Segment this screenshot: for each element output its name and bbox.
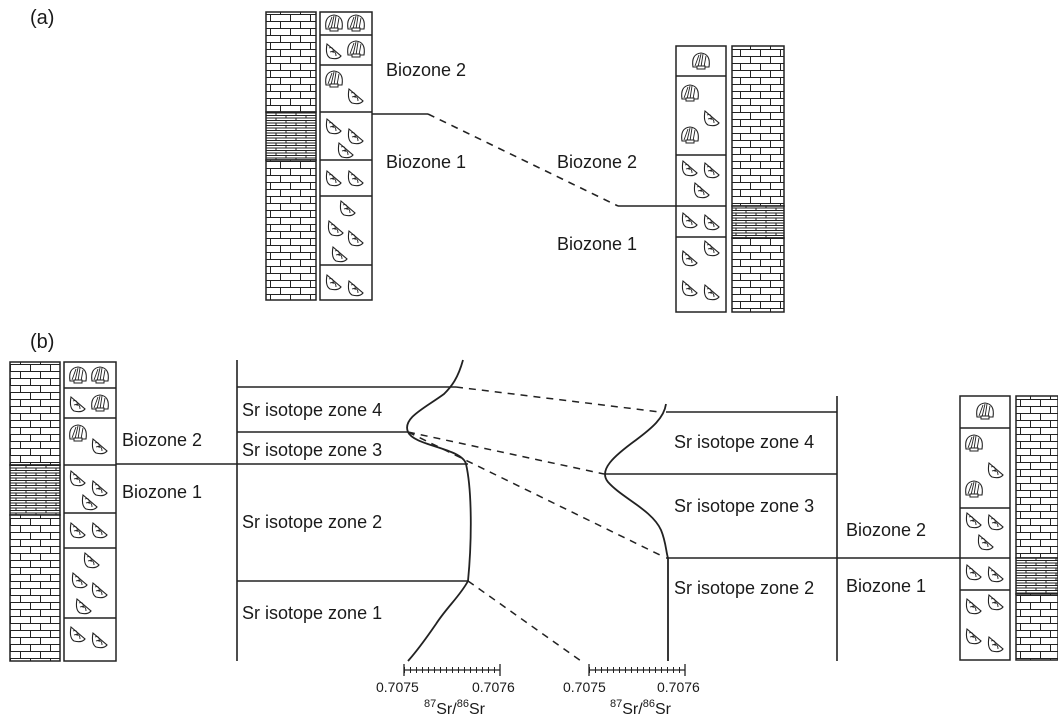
left-section-lithology-a <box>266 12 316 300</box>
sr-scale-bar-right <box>589 664 685 676</box>
panel-a-label: (a) <box>30 7 54 29</box>
sr-scale-bar-left <box>404 664 500 676</box>
left-section-lithology-b <box>10 362 60 661</box>
sr-zone-2-label-left: Sr isotope zone 2 <box>242 512 382 532</box>
biozone-2-label-left-b: Biozone 2 <box>122 430 202 450</box>
sr-isotope-curve-left <box>407 360 471 661</box>
sr-isotope-curve-right <box>605 404 668 661</box>
sr-zone-1-label-left: Sr isotope zone 1 <box>242 603 382 623</box>
right-section-lithology-b <box>1016 396 1058 660</box>
scale-left-max: 0.7076 <box>472 679 515 695</box>
fossil-symbols-left-b <box>70 367 109 648</box>
fossil-symbols-left-a <box>326 15 365 296</box>
biozone-1-label-right-b: Biozone 1 <box>846 576 926 596</box>
biozone-2-label-right-a: Biozone 2 <box>557 152 637 172</box>
panel-a: (a) Biozone 2 Biozone 1 <box>30 7 784 312</box>
scale-left-axis-label: 87Sr/86Sr <box>424 698 486 718</box>
fossil-symbols-right-b <box>966 403 1003 652</box>
biozone-1-label-left-a: Biozone 1 <box>386 152 466 172</box>
sr-zone-3-label-left: Sr isotope zone 3 <box>242 440 382 460</box>
biozone-1-label-left-b: Biozone 1 <box>122 482 202 502</box>
right-section-fossil-column-a <box>676 46 726 312</box>
sr-zone-4-label-right: Sr isotope zone 4 <box>674 432 814 452</box>
biozone-2-label-left-a: Biozone 2 <box>386 60 466 80</box>
fossil-symbols-right-a <box>682 53 719 300</box>
biozone-1-label-right-a: Biozone 1 <box>557 234 637 254</box>
scale-left-min: 0.7075 <box>376 679 419 695</box>
sr-zone-4-label-left: Sr isotope zone 4 <box>242 400 382 420</box>
panel-b-label: (b) <box>30 331 54 353</box>
scale-right-min: 0.7075 <box>563 679 606 695</box>
panel-b: (b) Biozone 2 Biozone 1 <box>10 331 1058 718</box>
sr-zone-2-label-right: Sr isotope zone 2 <box>674 578 814 598</box>
biozone-2-label-right-b: Biozone 2 <box>846 520 926 540</box>
right-section-lithology-a <box>732 46 784 312</box>
scale-right-axis-label: 87Sr/86Sr <box>610 698 672 718</box>
sr-zone-3-label-right: Sr isotope zone 3 <box>674 496 814 516</box>
scale-right-max: 0.7076 <box>657 679 700 695</box>
sr-correlation-lines <box>408 387 662 661</box>
